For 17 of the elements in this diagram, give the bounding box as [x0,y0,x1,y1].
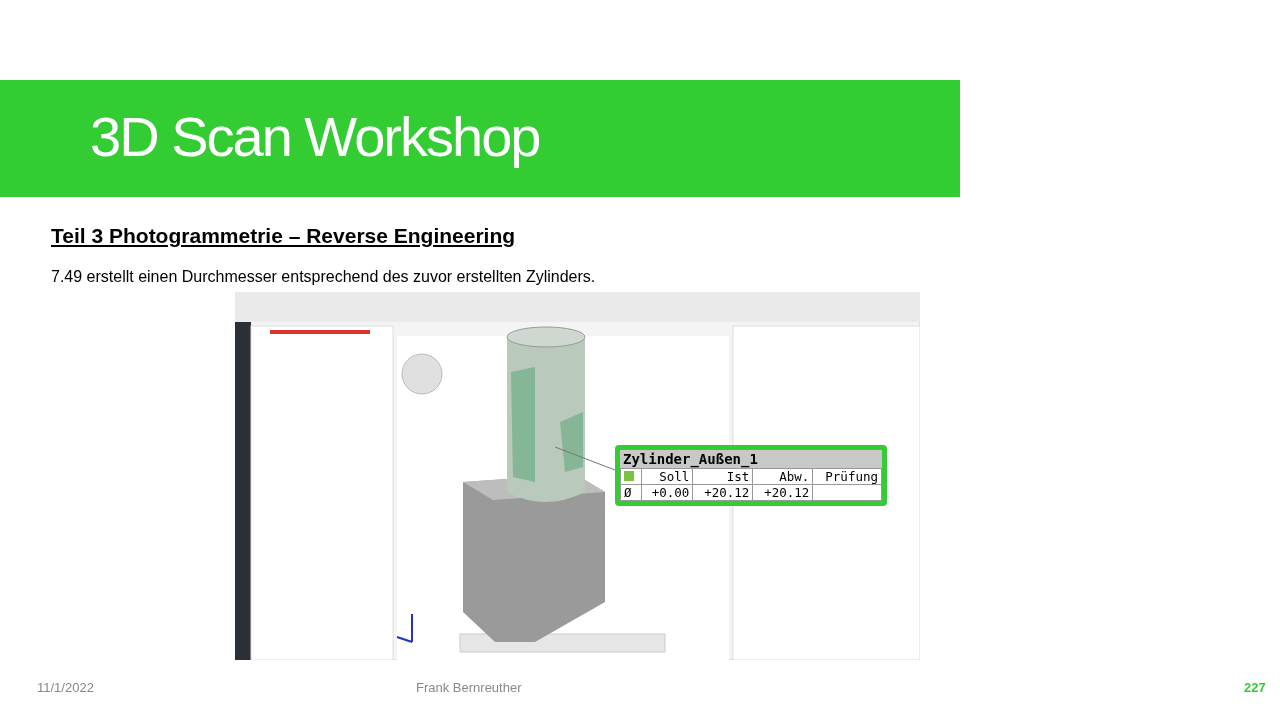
part-drawing [463,326,605,642]
column-header: Abw. [752,468,813,485]
column-header: Prüfung [812,468,882,485]
slide-title: 3D Scan Workshop [90,104,540,169]
value-cell: +20.12 [692,484,753,501]
value-cell: +20.12 [752,484,813,501]
callout-title: Zylinder_Außen_1 [620,450,882,468]
symbol-cell: Ø [620,484,642,501]
section-heading: Teil 3 Photogrammetrie – Reverse Engineering [51,224,516,248]
date-text: 11/1/2022 [37,680,94,695]
value-cell: +0.00 [641,484,693,501]
author-text: Frank Bernreuther [416,680,522,695]
step-text: 7.49 erstellt einen Durchmesser entsprechend des zuvor erstellten Zylinders. [51,268,596,286]
column-header: Soll [641,468,693,485]
column-header: Ist [692,468,753,485]
callout-panel [615,445,887,506]
page-number: 227 [1244,680,1266,695]
